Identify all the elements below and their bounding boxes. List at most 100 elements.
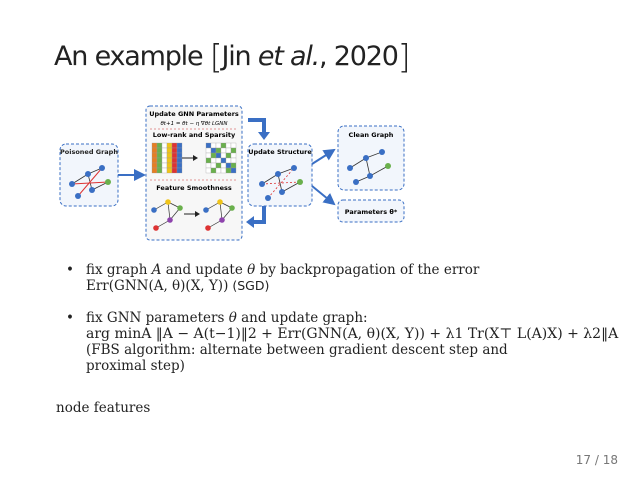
bullet-text: fix graph: [86, 262, 152, 278]
matrix-cell: [210, 157, 217, 164]
matrix-cell: [215, 147, 222, 154]
matrix-cell: [220, 162, 227, 169]
sgd-label: (SGD): [228, 278, 270, 293]
title-etal: et al.: [257, 41, 320, 72]
matrix-cell: [220, 152, 227, 159]
clean-graph-panel: Clean Graph: [337, 125, 405, 191]
matrix-cell: [205, 157, 212, 164]
matrix-cell: [151, 167, 158, 174]
title-year: , 2020: [319, 41, 399, 72]
matrix-cell: [230, 162, 237, 169]
update-structure-panel: Update Structure: [247, 143, 313, 207]
matrix-cell: [225, 157, 232, 164]
matrix-cell: [210, 162, 217, 169]
matrix-cell: [220, 167, 227, 174]
matrix-cell: [176, 157, 183, 164]
matrix-cell: [230, 142, 237, 149]
matrix-cell: [166, 147, 173, 154]
matrix-cell: [210, 152, 217, 159]
matrix-cell: [205, 167, 212, 174]
poisoned-graph-label: Poisoned Graph: [60, 148, 118, 156]
matrix-cell: [161, 147, 168, 154]
matrix-cell: [156, 167, 163, 174]
matrix-cell: [151, 162, 158, 169]
flow-arrow-clean: [311, 148, 336, 165]
page-number: 17 / 18: [575, 453, 618, 467]
matrix-cell: [210, 147, 217, 154]
fbs-note: (FBS algorithm: alternate between gradie…: [86, 342, 508, 374]
var-a: A: [151, 262, 162, 278]
parameters-panel: Parameters θ*: [337, 199, 405, 223]
matrix-cell: [215, 162, 222, 169]
update-structure-label: Update Structure: [248, 148, 312, 156]
matrix-cell: [156, 147, 163, 154]
structure-graph-icon: [259, 165, 303, 201]
feature-graph-before: [151, 199, 183, 231]
flow-arrow-down: [248, 118, 266, 134]
matrix-cell: [171, 142, 178, 149]
bullet-item-fbs: • fix GNN parameters θ and update graph:…: [66, 310, 636, 374]
matrix-cell: [161, 162, 168, 169]
node-features-text: node features: [56, 400, 151, 416]
flow-arrow-back: [252, 204, 266, 224]
matrix-cell: [166, 142, 173, 149]
matrix-cell: [220, 147, 227, 154]
matrix-cell: [156, 152, 163, 159]
bullet-text: and update graph:: [236, 310, 368, 326]
matrix-cell: [151, 152, 158, 159]
matrix-cell: [205, 147, 212, 154]
bullet-text: and update: [161, 262, 248, 278]
matrix-cell: [230, 147, 237, 154]
matrix-cell: [225, 167, 232, 174]
matrix-cell: [156, 157, 163, 164]
matrix-cell: [156, 162, 163, 169]
update-gnn-params-label: Update GNN Parameters: [149, 110, 239, 118]
clean-graph-label: Clean Graph: [349, 131, 394, 139]
slide-title: An example [Jin et al., 2020]: [54, 34, 411, 76]
feature-graph-after: [203, 199, 235, 231]
matrix-cell: [161, 142, 168, 149]
matrix-cell: [151, 157, 158, 164]
matrix-cell: [176, 147, 183, 154]
matrix-cell: [176, 162, 183, 169]
low-rank-sparsity-label: Low-rank and Sparsity: [153, 131, 236, 139]
bullet-dot: •: [66, 262, 74, 278]
flow-arrow-params: [311, 185, 336, 206]
matrix-cell: [161, 157, 168, 164]
poisoned-graph-icon: [69, 165, 111, 199]
matrix-cell: [225, 152, 232, 159]
bullet-text: by backpropagation of the error: [255, 262, 480, 278]
matrix-cell: [210, 142, 217, 149]
title-prefix: An example: [54, 41, 210, 72]
pipeline-diagram: Poisoned Graph Update GNN Parameters θt+…: [59, 105, 405, 241]
matrix-cell: [171, 152, 178, 159]
var-theta: θ: [247, 262, 256, 278]
matrix-cell: [225, 162, 232, 169]
matrix-cell: [205, 162, 212, 169]
matrix-cell: [176, 142, 183, 149]
matrix-cell: [215, 152, 222, 159]
bullet-list: • fix graph A and update θ by backpropag…: [66, 262, 636, 390]
matrix-cell: [171, 147, 178, 154]
matrix-cell: [166, 162, 173, 169]
matrix-cell: [230, 157, 237, 164]
objective-formula: arg minA ‖A − A(t−1)‖2 + Err(GNN(A, θ)(X…: [86, 326, 619, 342]
matrix-cell: [230, 152, 237, 159]
parameters-label: Parameters θ*: [345, 208, 398, 216]
matrix-cell: [161, 167, 168, 174]
matrix-cell: [151, 142, 158, 149]
error-formula: Err(GNN(A, θ)(X, Y)): [86, 278, 229, 294]
var-theta: θ: [228, 310, 237, 326]
matrix-cell: [166, 152, 173, 159]
matrix-cell: [220, 142, 227, 149]
feature-smoothness-label: Feature Smoothness: [156, 184, 232, 192]
matrix-cell: [215, 167, 222, 174]
matrix-cell: [166, 157, 173, 164]
matrix-cell: [215, 142, 222, 149]
adjacency-matrix-clean: [205, 142, 237, 174]
gnn-update-panel: Update GNN Parameters θt+1 = θt − η ∇θt …: [145, 105, 243, 241]
matrix-cell: [215, 157, 222, 164]
bullet-item-sgd: • fix graph A and update θ by backpropag…: [66, 262, 636, 294]
matrix-cell: [205, 152, 212, 159]
clean-graph-icon: [347, 149, 391, 185]
